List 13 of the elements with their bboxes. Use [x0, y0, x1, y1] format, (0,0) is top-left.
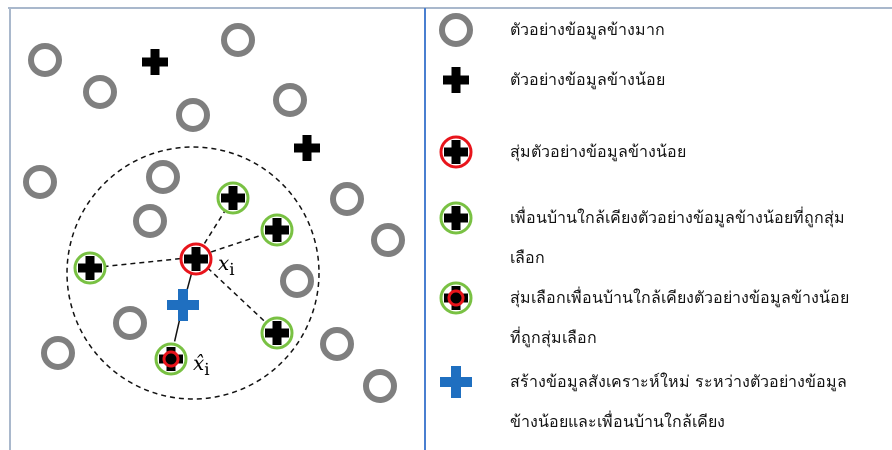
dashed-line	[204, 211, 226, 244]
legend-text: สุ่มตัวอย่างข้อมูลข้างน้อย	[510, 141, 687, 164]
legend-text: ตัวอย่างข้อมูลข้างน้อย	[510, 69, 666, 92]
legend-text: สุ่มเลือกเพื่อนบ้านใกล้เคียงตัวอย่างข้อมูลข้างน้อยที่ถูกสุ่มเลือก	[510, 286, 850, 350]
legend-text: สร้างข้อมูลสังเคราะห์ใหม่ ระหว่างตัวอย่างข้อมูลข้างน้อยและเพื่อนบ้านใกล้เคียง	[510, 371, 848, 433]
connector-line	[174, 320, 180, 342]
dashed-line	[207, 267, 266, 323]
legend-text: เพื่อนบ้านใกล้เคียงตัวอย่างข้อมูลข้างน้อยที่ถูกสุ่มเลือก	[510, 206, 846, 269]
legend-text: ตัวอย่างข้อมูลข้างมาก	[510, 19, 666, 42]
connector-line	[186, 272, 193, 290]
point-label: x̂$_{i}$	[193, 351, 210, 379]
dashed-line	[106, 258, 180, 268]
point-label: x$_{i}$	[218, 251, 235, 279]
